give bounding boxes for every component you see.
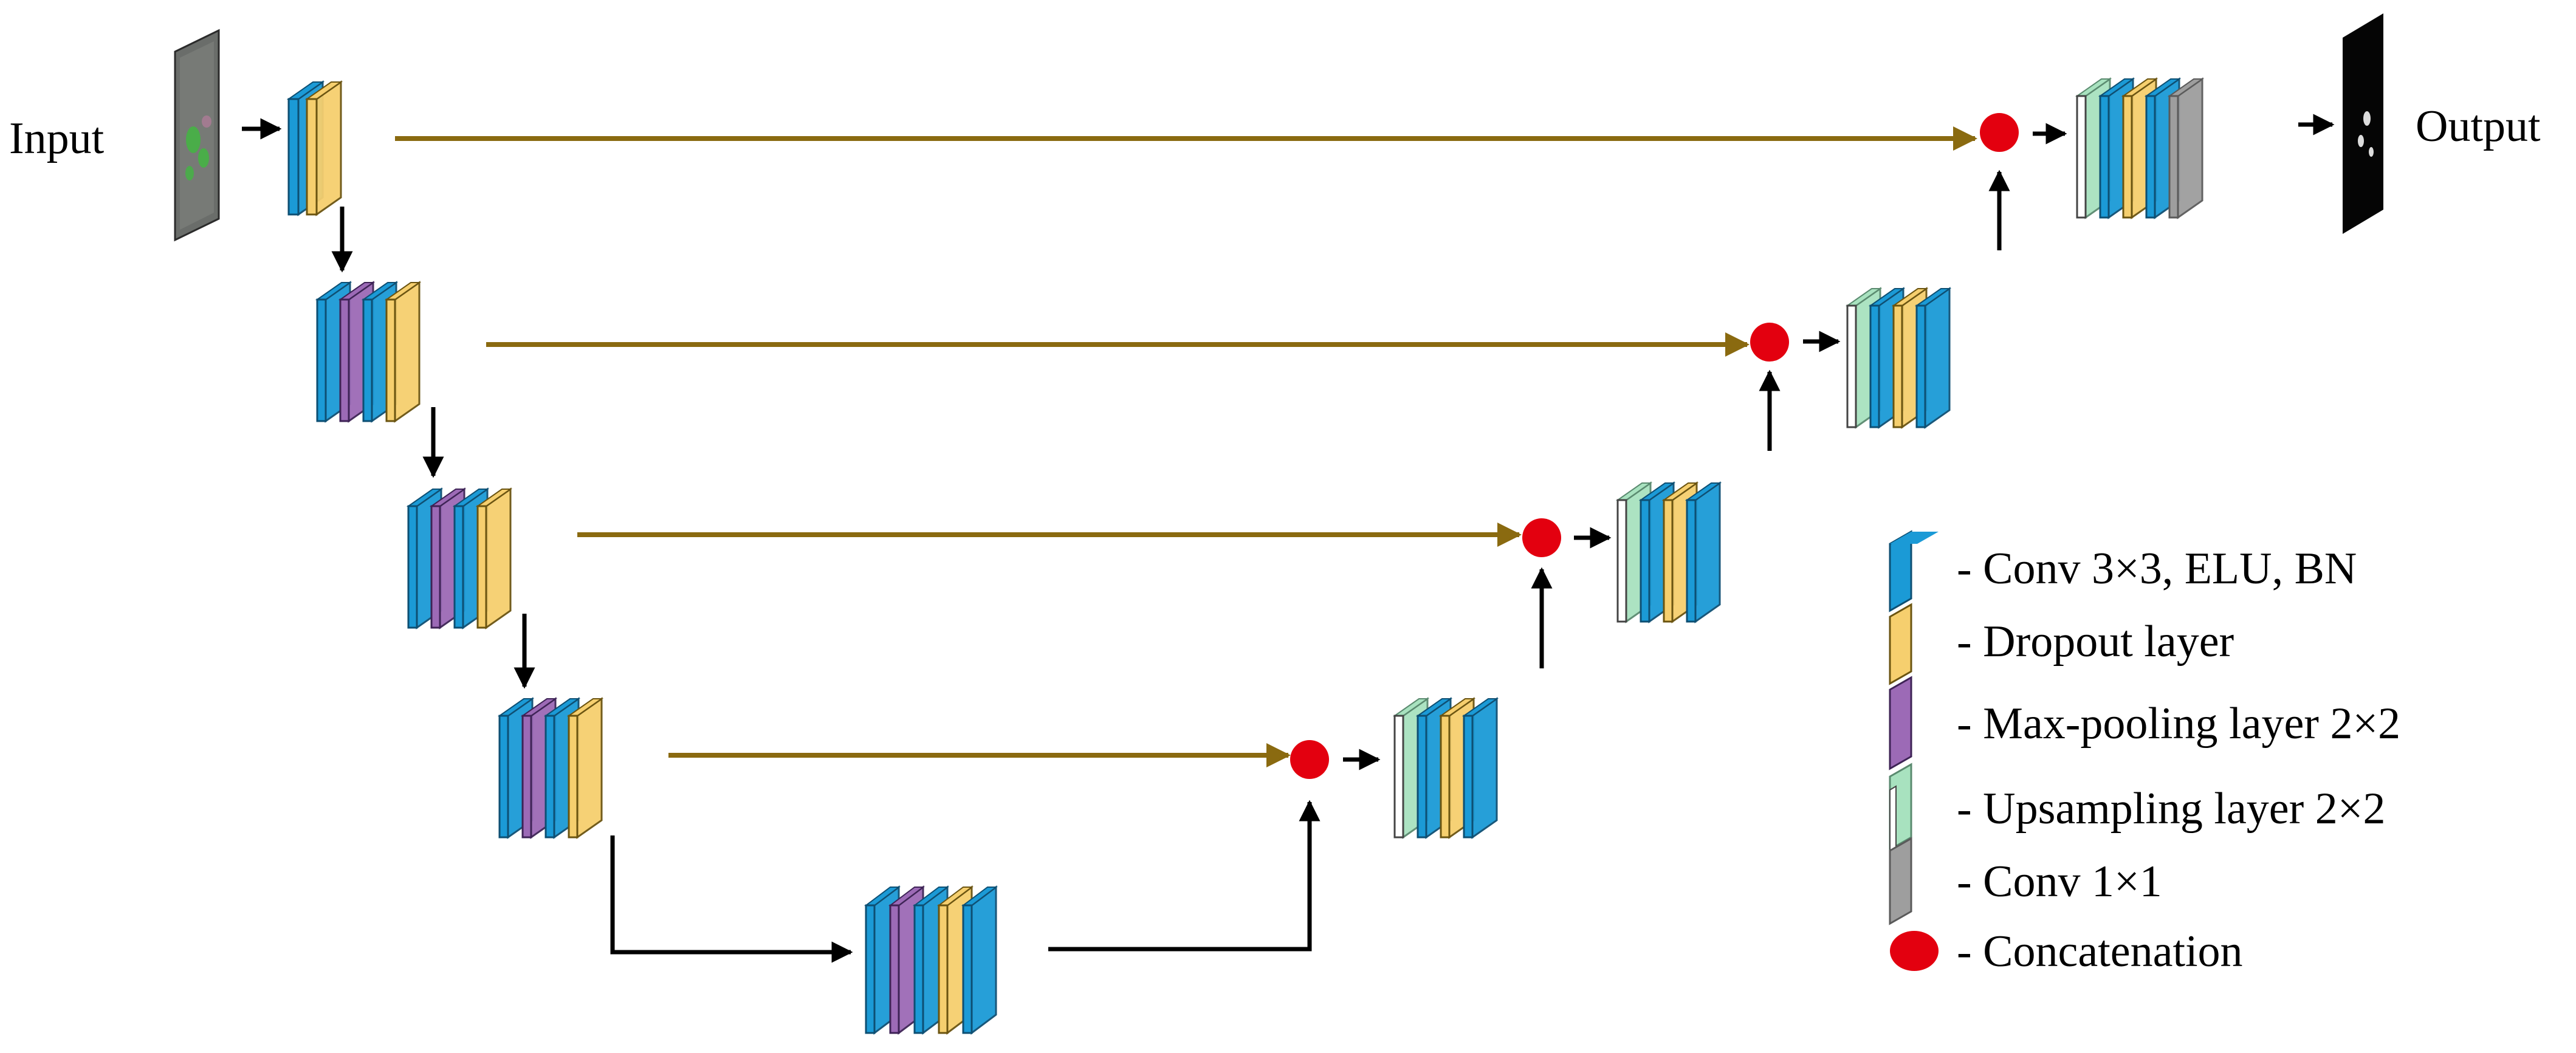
legend-item-conv1x1: - Conv 1×1: [1889, 837, 2162, 925]
dec-block-4: [1392, 697, 1499, 839]
legend-swatch-conv1x1: [1889, 837, 1912, 925]
legend-label-dropout: - Dropout layer: [1957, 617, 2234, 667]
concat-nodes: [1290, 113, 2019, 779]
output-label: Output: [2416, 101, 2541, 151]
enc-block-3-layer-4-dropout: [475, 487, 513, 629]
concat-node-3: [1522, 518, 1561, 557]
enc-block-1-layer-2-dropout: [304, 80, 343, 216]
concat-node-1: [1980, 113, 2019, 152]
legend-item-maxpool: - Max-pooling layer 2×2: [1889, 676, 2400, 770]
dec-block-1-layer-5-conv1x1: [2167, 77, 2205, 219]
concat-node-2: [1750, 323, 1789, 362]
input-image: [174, 29, 220, 242]
dec-block-4-layer-4-conv: [1461, 697, 1499, 839]
dec-block-4-layer-2-conv: [1415, 697, 1453, 839]
legend-label-concat: - Concatenation: [1957, 927, 2243, 976]
legend-item-dropout: - Dropout layer: [1889, 603, 2234, 685]
legend-item-concat: - Concatenation: [1890, 927, 2243, 976]
legend: - Conv 3×3, ELU, BN - Dropout layer - Ma…: [1889, 530, 2400, 976]
dec-block-1: [2075, 77, 2205, 219]
legend-item-conv: - Conv 3×3, ELU, BN: [1889, 530, 2357, 612]
enc-block-3: [406, 487, 513, 629]
enc-block-2: [315, 281, 422, 423]
concat-node-4: [1290, 740, 1329, 779]
enc-block-4: [497, 697, 604, 839]
legend-label-maxpool: - Max-pooling layer 2×2: [1957, 699, 2400, 749]
legend-label-conv1x1: - Conv 1×1: [1957, 857, 2162, 907]
enc-block-1: [286, 80, 343, 216]
dec-block-2-layer-4-conv: [1914, 287, 1952, 429]
enc-block-2-layer-4-dropout: [384, 281, 422, 423]
legend-item-upsample: - Upsampling layer 2×2: [1889, 763, 2386, 853]
legend-label-conv: - Conv 3×3, ELU, BN: [1957, 544, 2357, 594]
flow-arrow-from-bottleneck: [1048, 800, 1321, 952]
output-image: [2343, 13, 2383, 234]
flow-arrows: [242, 114, 2335, 963]
bottleneck-block-layer-5-conv: [961, 885, 998, 1035]
input-label: Input: [9, 114, 105, 163]
legend-swatch-dropout: [1889, 603, 1912, 685]
legend-swatch-concat: [1890, 931, 1939, 971]
skip-connections: [395, 126, 1977, 767]
legend-swatch-conv: [1889, 530, 1912, 612]
bottleneck-block: [864, 885, 998, 1035]
dec-block-3-layer-4-conv: [1685, 481, 1722, 623]
legend-swatch-maxpool: [1889, 676, 1912, 770]
flow-arrow-to-bottleneck: [610, 835, 853, 963]
enc-block-4-layer-4-dropout: [566, 697, 604, 839]
dec-block-3: [1615, 481, 1722, 623]
legend-label-upsample: - Upsampling layer 2×2: [1957, 784, 2386, 834]
dec-block-2: [1845, 287, 1952, 429]
